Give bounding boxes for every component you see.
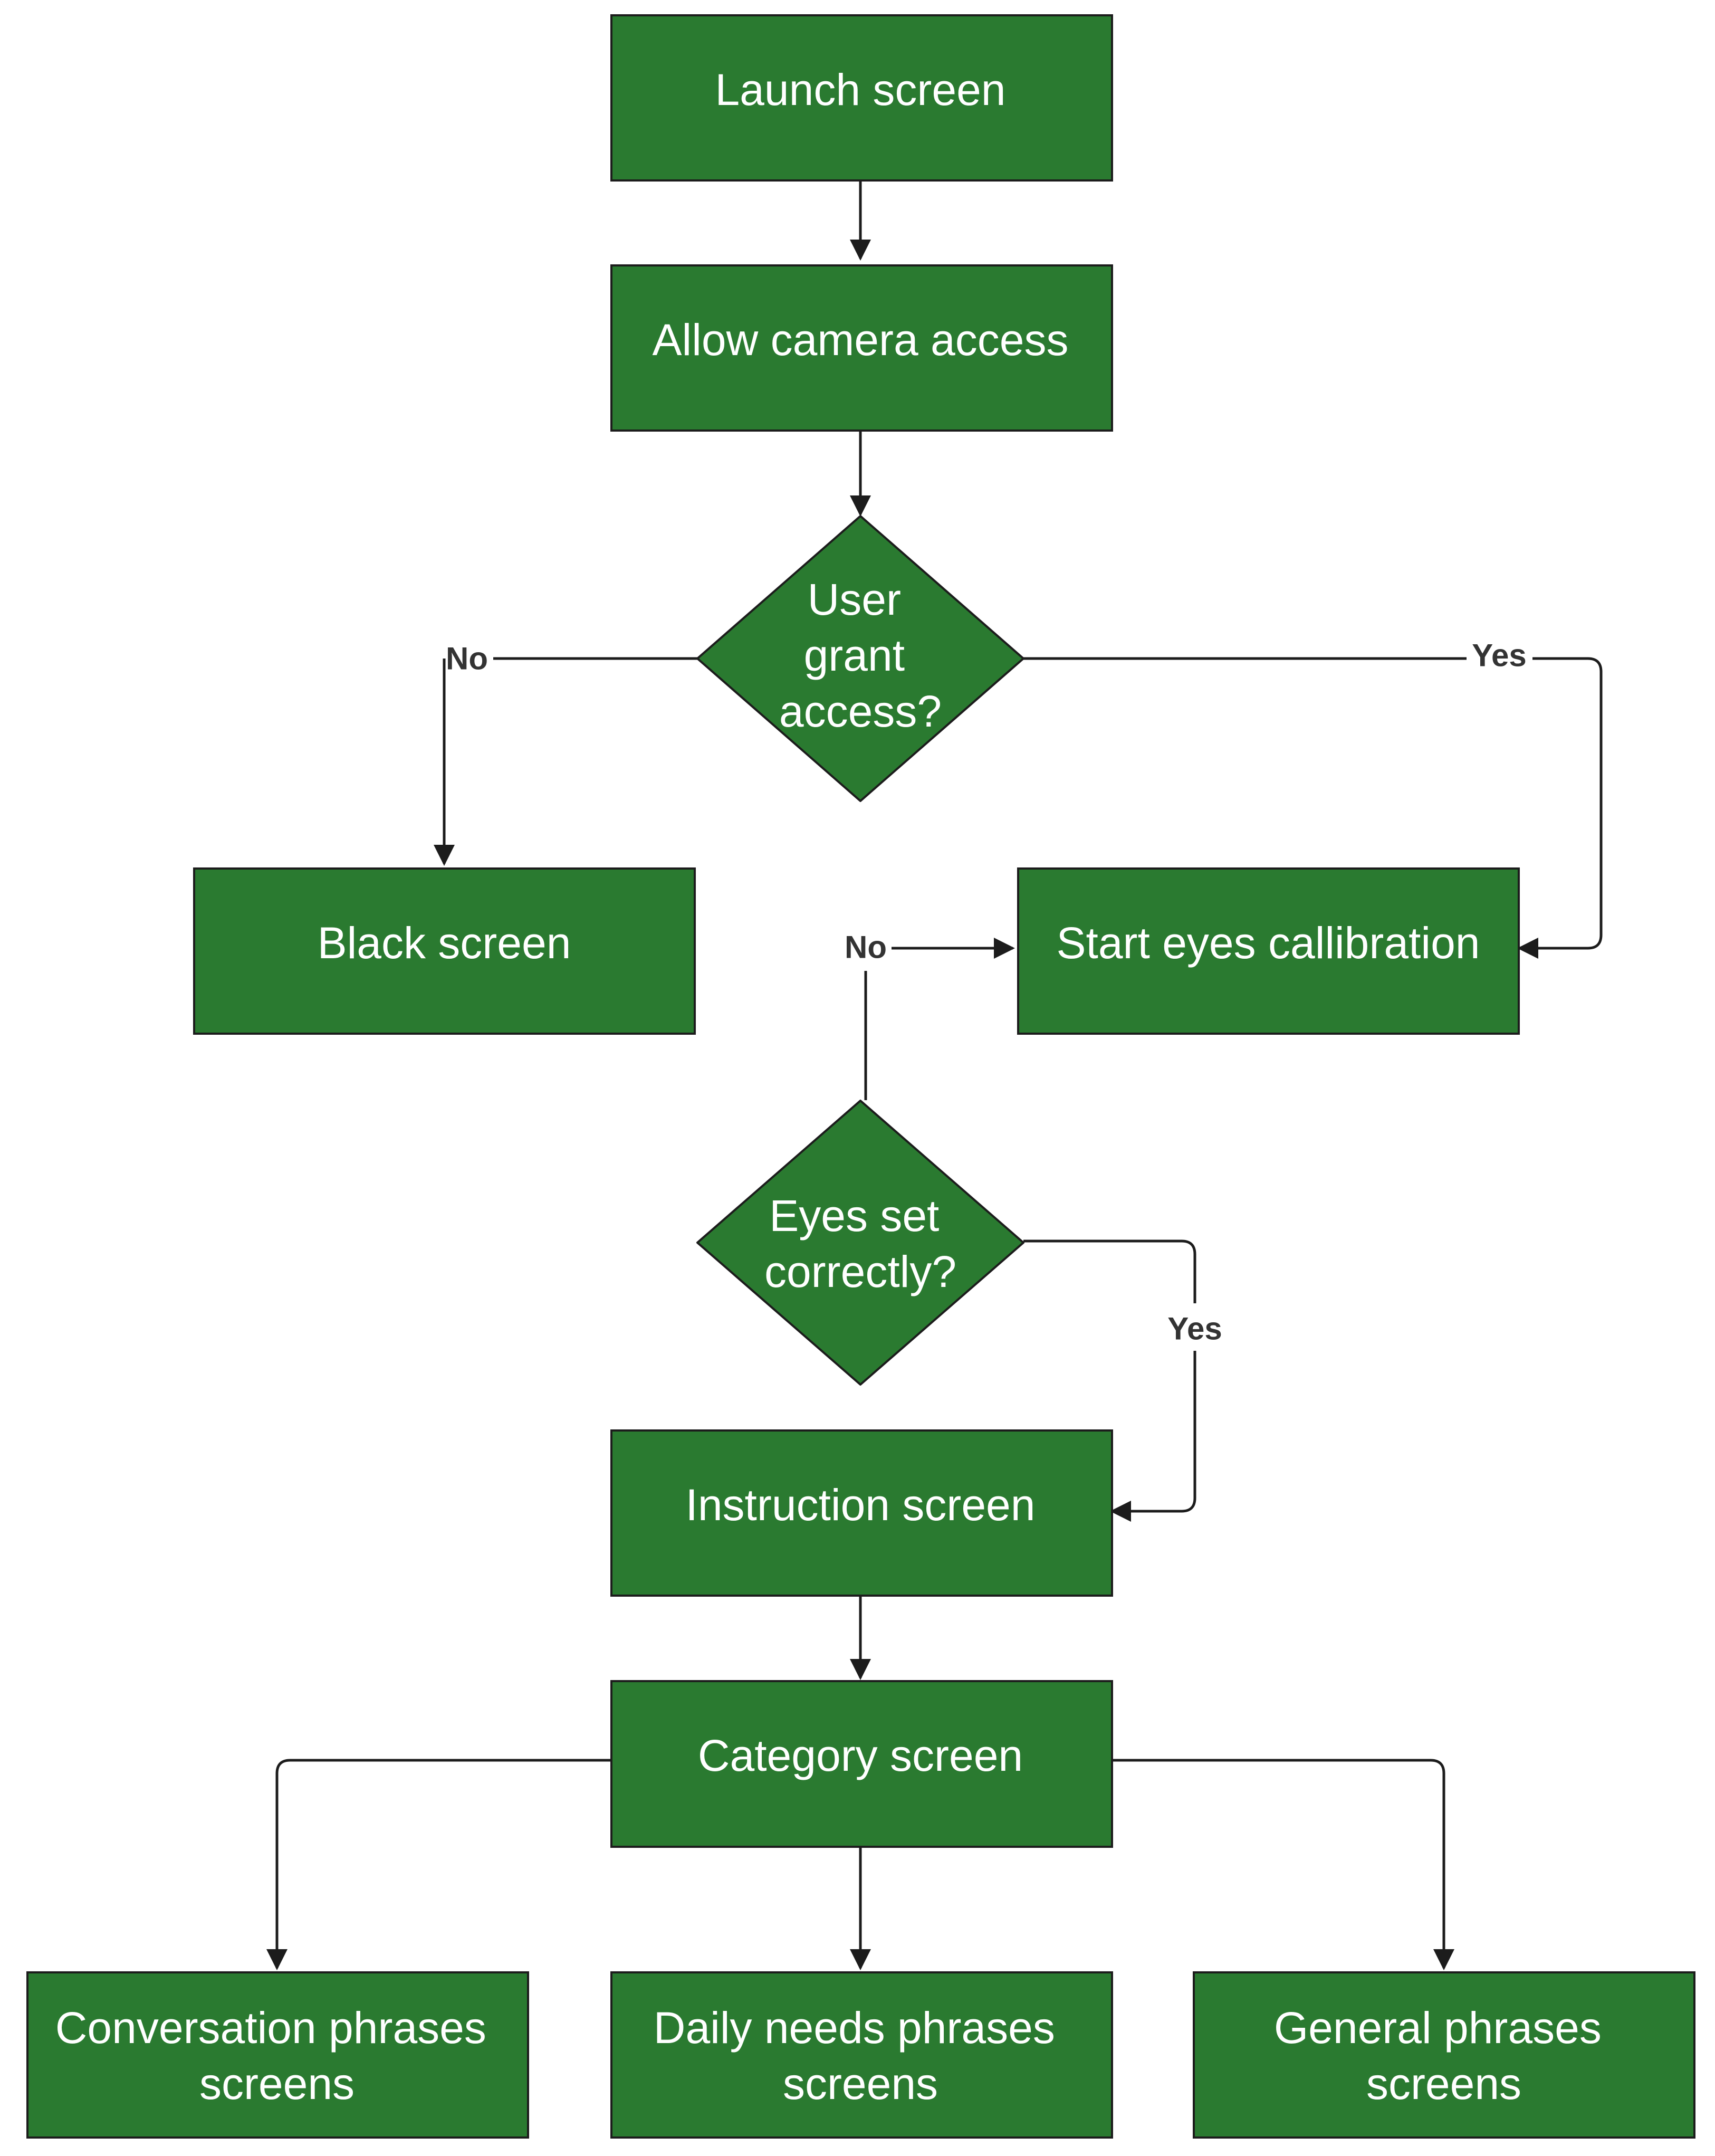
node-daily-needs-phrases: Daily needs phrases screens bbox=[610, 1971, 1113, 2139]
label-eyes-no: No bbox=[845, 930, 887, 965]
node-eyes-label: Eyes set correctly? bbox=[764, 1191, 956, 1296]
edges bbox=[266, 180, 1603, 1970]
node-black-screen: Black screen bbox=[193, 867, 696, 1035]
node-general-label: General phrases screens bbox=[1274, 2003, 1614, 2109]
edge-grant-no-to-black bbox=[444, 657, 697, 864]
node-camera-label: Allow camera access bbox=[653, 315, 1069, 365]
node-eyes-set-correctly: Eyes set correctly? bbox=[696, 1100, 1024, 1386]
node-calibration-label: Start eyes callibration bbox=[1056, 918, 1480, 968]
node-start-eyes-calibration: Start eyes callibration bbox=[1017, 867, 1520, 1035]
node-grant-label: User grant access? bbox=[779, 575, 942, 736]
edge-grant-yes-to-calibration bbox=[1023, 657, 1603, 948]
edge-eyes-yes-to-instruction bbox=[1023, 1239, 1196, 1511]
edge-eyes-no-to-calibration bbox=[864, 948, 1013, 1100]
node-allow-camera-access: Allow camera access bbox=[610, 264, 1113, 432]
node-conversation-label: Conversation phrases screens bbox=[55, 2003, 499, 2109]
node-launch-screen: Launch screen bbox=[610, 14, 1113, 182]
edge-category-to-conversation bbox=[266, 1759, 611, 1970]
node-black-label: Black screen bbox=[318, 918, 571, 968]
node-general-phrases: General phrases screens bbox=[1193, 1971, 1695, 2139]
node-instruction-label: Instruction screen bbox=[686, 1480, 1036, 1530]
node-category-screen: Category screen bbox=[610, 1680, 1113, 1848]
label-grant-no: No bbox=[446, 641, 488, 676]
edge-category-to-general bbox=[1112, 1759, 1454, 1970]
node-user-grant-access: User grant access? bbox=[696, 515, 1024, 802]
edge-labels: No Yes No Yes bbox=[446, 638, 1527, 1347]
node-daily-label: Daily needs phrases screens bbox=[654, 2003, 1067, 2109]
node-conversation-phrases: Conversation phrases screens bbox=[26, 1971, 529, 2139]
node-launch-label: Launch screen bbox=[715, 65, 1005, 115]
label-grant-yes: Yes bbox=[1472, 638, 1526, 673]
nodes: Launch screen Allow camera access User g… bbox=[26, 14, 1695, 2139]
label-eyes-yes: Yes bbox=[1167, 1311, 1222, 1347]
node-category-label: Category screen bbox=[698, 1731, 1023, 1780]
node-instruction-screen: Instruction screen bbox=[610, 1429, 1113, 1597]
